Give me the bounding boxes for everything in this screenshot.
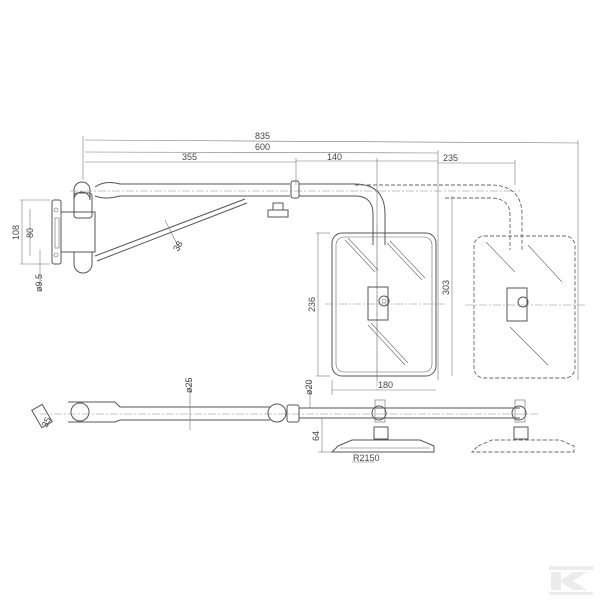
dim-mirror-height: 236 — [307, 297, 317, 312]
mirror-arm-alternate — [355, 184, 523, 250]
mounting-bracket — [20, 181, 96, 290]
dim-tube-20: ø20 — [304, 379, 314, 395]
dim-angle-35: 35 — [40, 416, 53, 429]
brand-logo — [549, 566, 593, 595]
dim-64: 64 — [311, 431, 321, 441]
dim-235: 235 — [443, 153, 458, 163]
dim-108: 108 — [11, 225, 21, 240]
dim-mirror-width: 180 — [378, 380, 393, 390]
mirror-head — [316, 196, 453, 395]
dim-355: 355 — [182, 152, 197, 162]
dim-600: 600 — [255, 142, 270, 152]
dim-140: 140 — [327, 152, 342, 162]
top-dimensions — [82, 136, 579, 380]
mirror-arm — [70, 180, 520, 262]
mirror-head-alternate — [465, 235, 585, 379]
top-view — [31, 380, 575, 463]
dim-brace: 38 — [171, 239, 185, 253]
dim-radius: R2150 — [353, 453, 380, 463]
dim-80: 80 — [25, 228, 35, 238]
dim-hole-diameter: ø9.5 — [34, 274, 44, 292]
dim-835: 835 — [255, 131, 270, 141]
dim-303: 303 — [441, 280, 451, 295]
dim-tube-25: ø25 — [184, 377, 194, 393]
